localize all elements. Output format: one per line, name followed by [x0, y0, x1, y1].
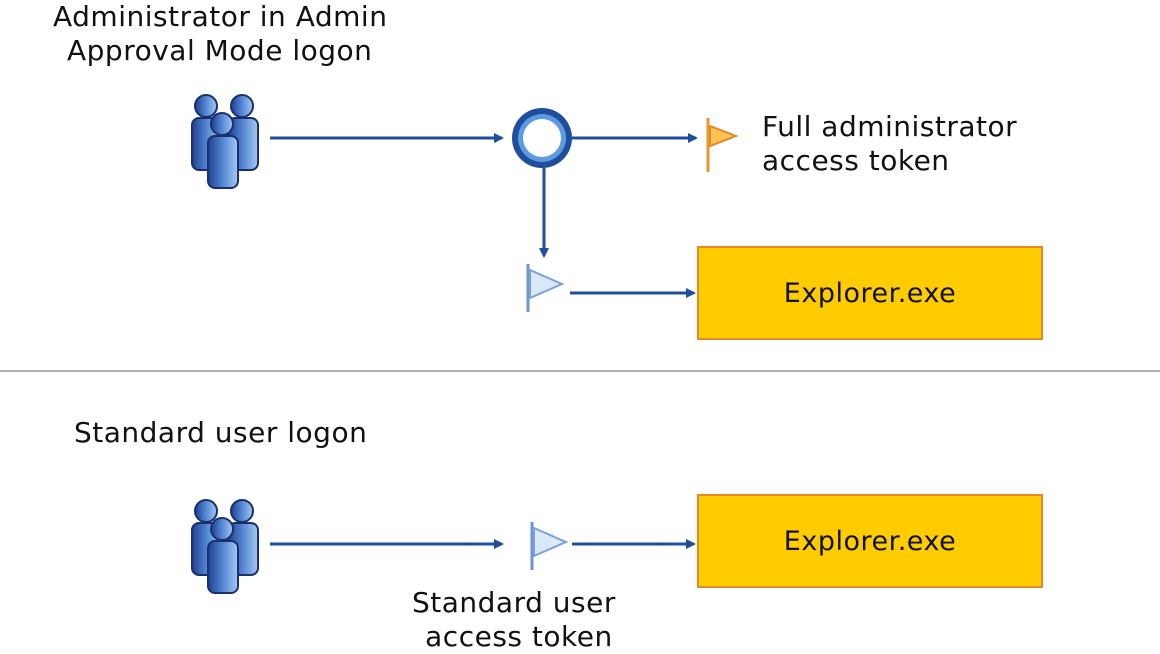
standard-token-label-line-2: access token [425, 620, 613, 653]
full-admin-token-label-line-2: access token [762, 144, 950, 177]
admin-logon-title-line-1: Administrator in Admin [53, 0, 388, 33]
standard-token-flag-icon [530, 522, 569, 570]
standard-token-label-line-1: Standard user [412, 586, 616, 619]
admin-logon-title-line-2: Approval Mode logon [67, 34, 373, 67]
standard-token-label: Standard user access token [412, 586, 616, 654]
admin-users-icon [191, 94, 259, 189]
full-admin-token-label-line-1: Full administrator [762, 110, 1018, 143]
admin-logon-title: Administrator in Admin Approval Mode log… [53, 0, 387, 68]
standard-explorer-process-box: Explorer.exe [697, 494, 1043, 588]
logon-node-icon [512, 108, 572, 168]
standard-logon-title: Standard user logon [74, 416, 368, 449]
admin-explorer-process-box: Explorer.exe [697, 246, 1043, 340]
full-admin-token-flag-icon [706, 118, 739, 172]
admin-explorer-label: Explorer.exe [783, 277, 957, 309]
standard-users-icon [191, 499, 259, 594]
section-divider [0, 370, 1160, 372]
full-admin-token-label: Full administrator access token [762, 110, 1017, 178]
standard-explorer-label: Explorer.exe [783, 525, 957, 557]
filtered-token-flag-icon [526, 264, 565, 312]
